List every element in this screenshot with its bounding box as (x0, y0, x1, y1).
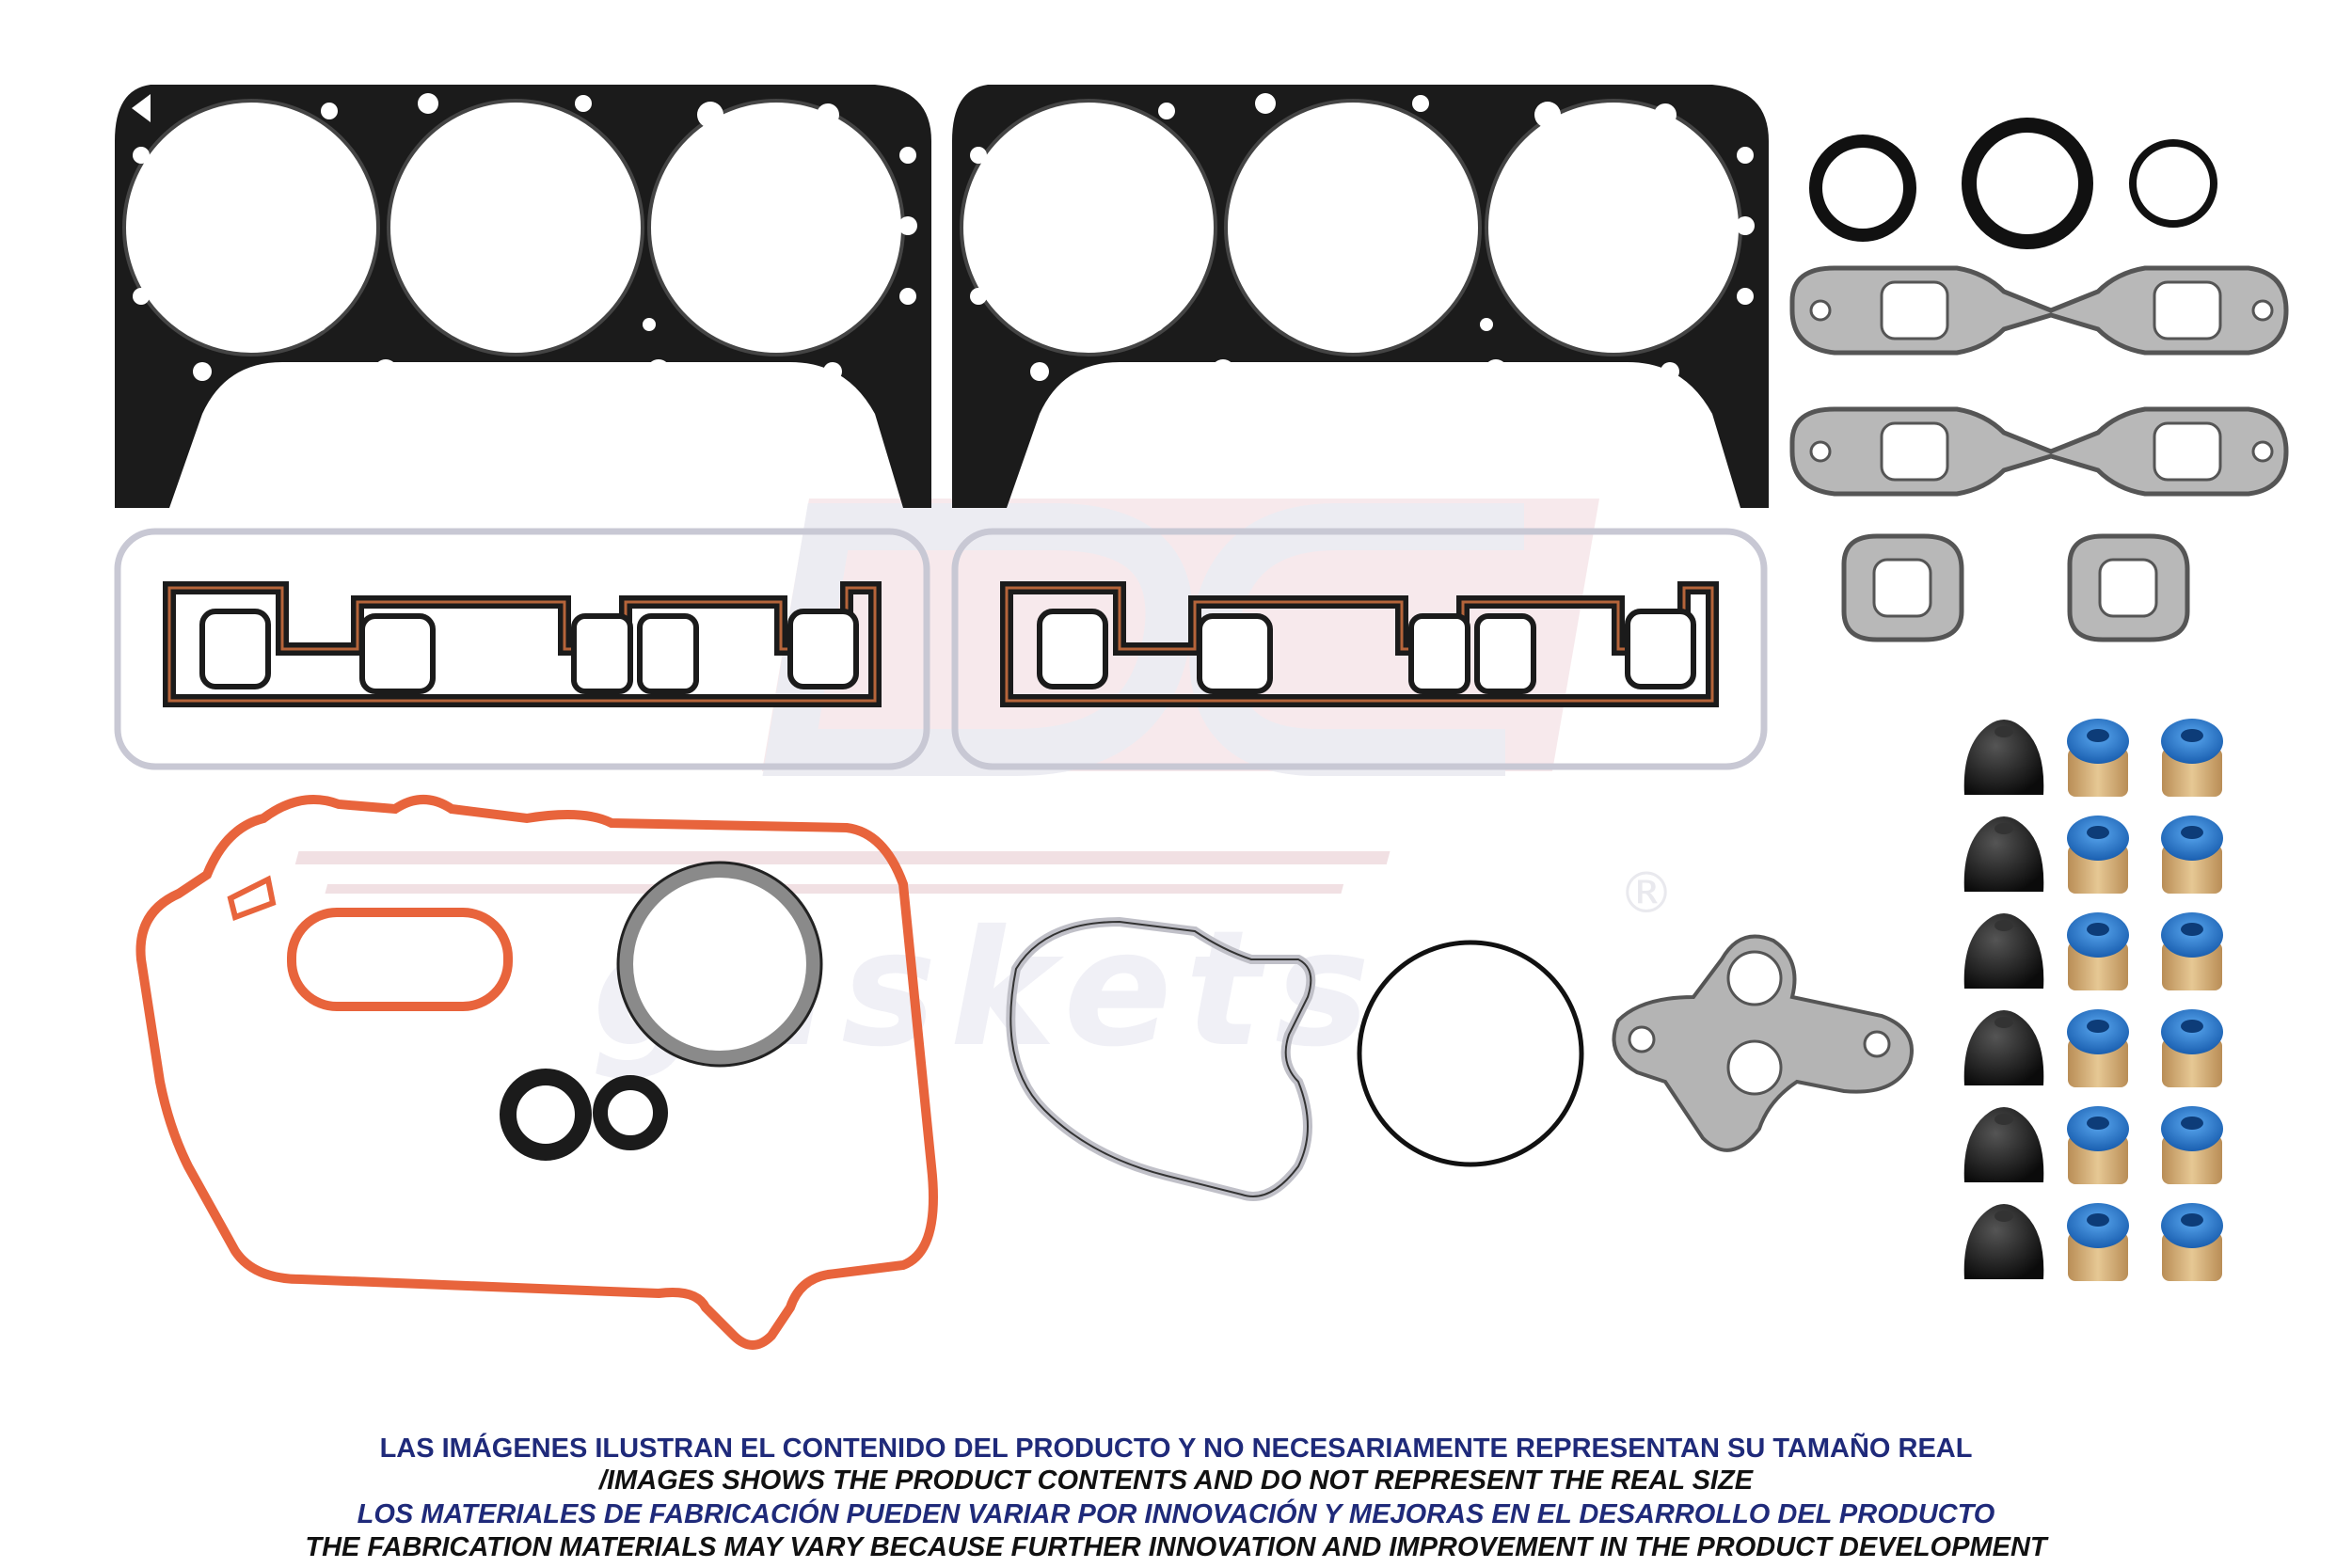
egr-gasket (1612, 934, 1914, 1152)
blue-valve-seal-hole (2181, 1117, 2203, 1130)
watermark-registered-mark: ® (1618, 861, 1675, 927)
black-valve-seal (1963, 913, 2044, 989)
timing-cover-seal-inner (227, 875, 277, 921)
black-valve-seal (1963, 816, 2044, 892)
blue-valve-seal-hole (2181, 923, 2203, 936)
black-valve-seal-hole (1994, 823, 2013, 834)
black-valve-seal-hole (1994, 726, 2013, 737)
timing-cover-seal (135, 795, 938, 1350)
black-valve-seal-hole (1994, 1211, 2013, 1222)
valve-stem-seals (1963, 719, 2223, 1281)
cylinder-head-gasket-left (115, 85, 931, 508)
intake-manifold-gasket-left (114, 528, 930, 770)
disclaimer-line-2: /IMAGES SHOWS THE PRODUCT CONTENTS AND D… (598, 1465, 1754, 1496)
blue-valve-seal-hole (2087, 729, 2109, 742)
cylinder-head-gasket-right (952, 85, 1769, 508)
black-valve-seal-hole (1994, 1114, 2013, 1125)
o-ring-set-top (1809, 118, 2217, 249)
blue-valve-seal-hole (2087, 1117, 2109, 1130)
disclaimer-line-4: THE FABRICATION MATERIALS MAY VARY BECAU… (305, 1532, 2047, 1562)
exhaust-gasket-ports (1809, 280, 2274, 618)
large-o-ring (1357, 940, 1584, 1167)
blue-valve-seal-hole (2181, 1213, 2203, 1227)
blue-valve-seal-hole (2087, 826, 2109, 839)
black-valve-seal-hole (1994, 920, 2013, 931)
disclaimer-line-3: LOS MATERIALES DE FABRICACIÓN PUEDEN VAR… (357, 1499, 1995, 1529)
disclaimer-line-1: LAS IMÁGENES ILUSTRAN EL CONTENIDO DEL P… (379, 1433, 1973, 1464)
blue-valve-seal-hole (2087, 923, 2109, 936)
intake-manifold-gasket-right (951, 528, 1768, 770)
blue-valve-seal-hole (2181, 729, 2203, 742)
front-crank-seal (616, 861, 823, 1068)
watermark-logo: gaskets ® (294, 499, 1675, 1083)
black-valve-seal (1963, 1204, 2044, 1279)
blue-valve-seal-hole (2181, 826, 2203, 839)
blue-valve-seal-hole (2181, 1020, 2203, 1033)
small-o-rings (500, 1069, 668, 1161)
black-valve-seal-hole (1994, 1017, 2013, 1028)
black-valve-seal (1963, 1010, 2044, 1085)
water-pump-gasket-outline (1009, 920, 1312, 1197)
black-valve-seal (1963, 720, 2044, 795)
blue-valve-seal-hole (2087, 1213, 2109, 1227)
black-valve-seal (1963, 1107, 2044, 1182)
blue-valve-seal-hole (2087, 1020, 2109, 1033)
